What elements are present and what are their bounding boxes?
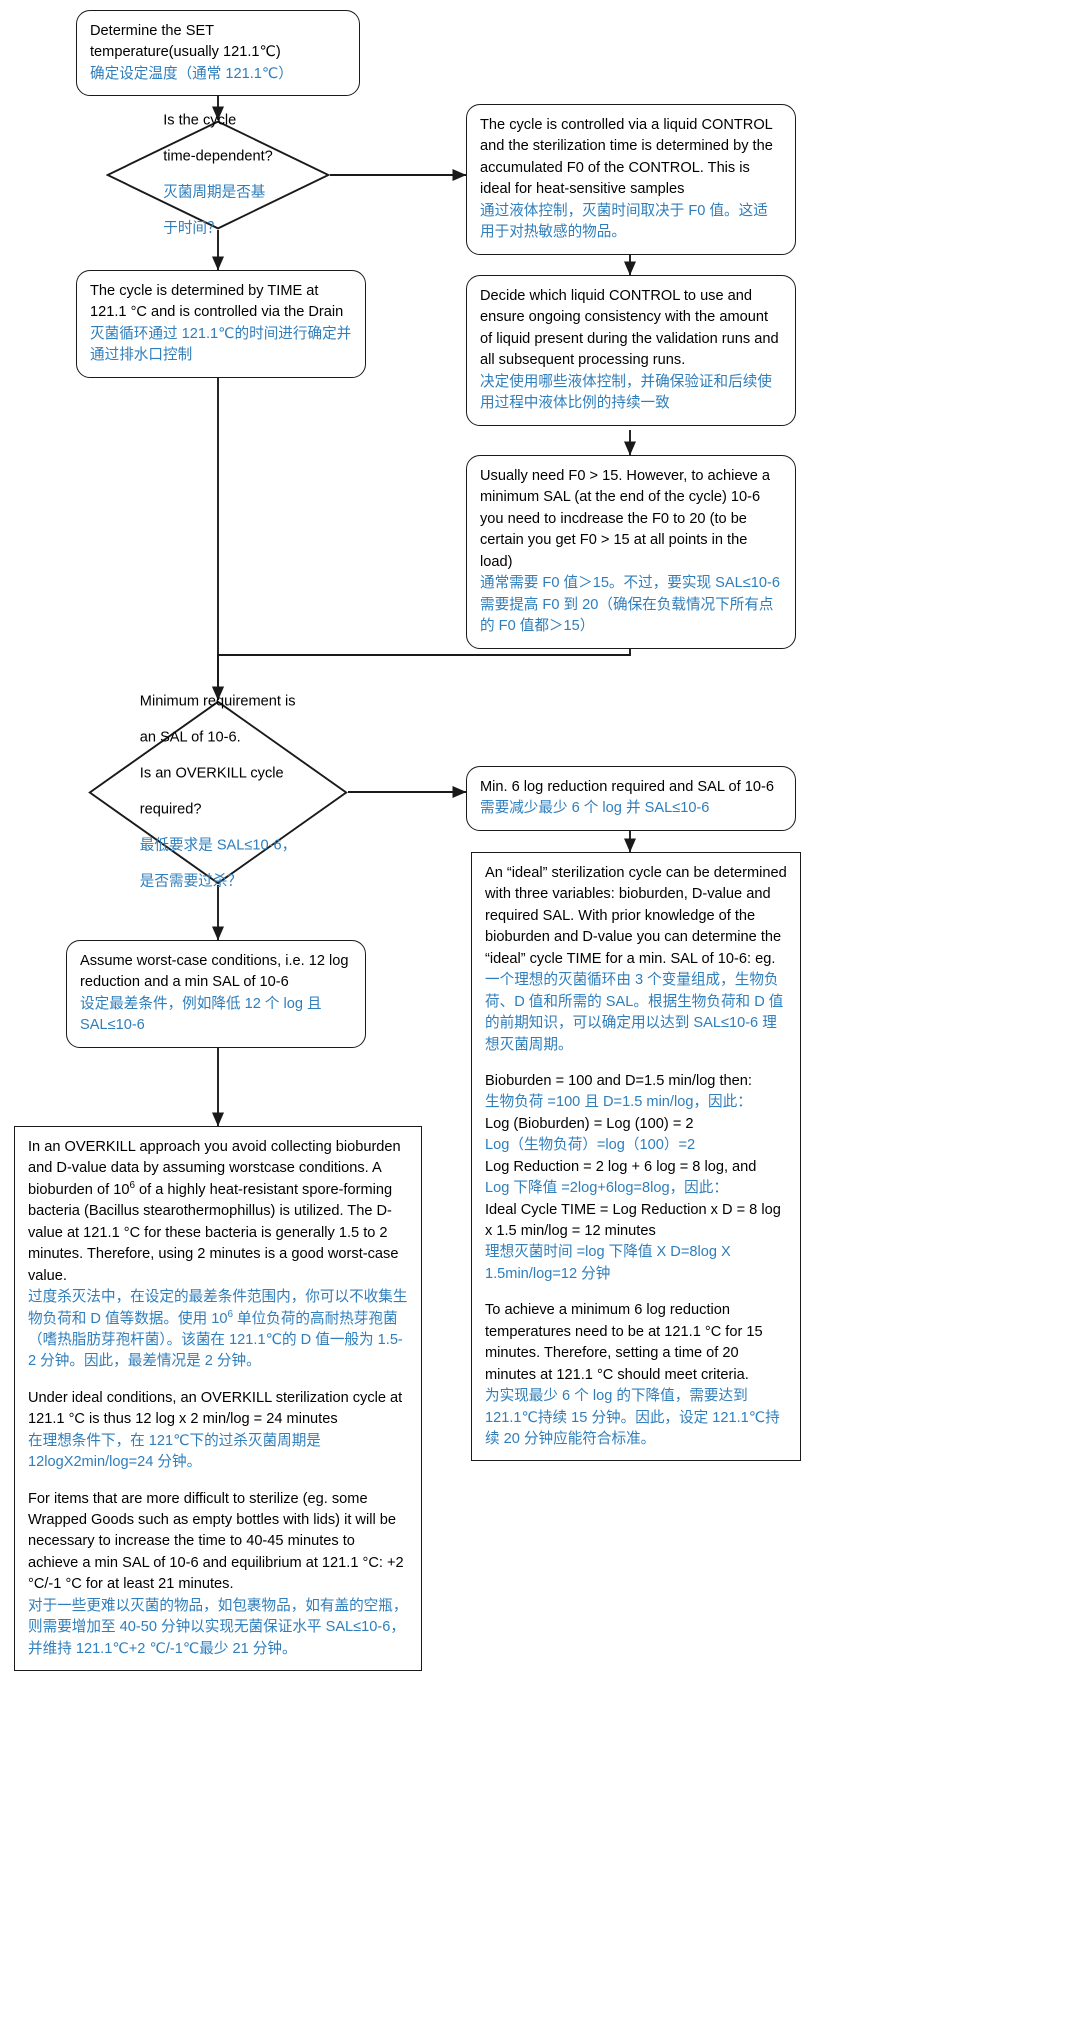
ideal-cycle-p1-zh: 一个理想的灭菌循环由 3 个变量组成，生物负荷、D 值和所需的 SAL。根据生物…	[485, 972, 784, 1053]
overkill-detail-p1-en-part1: In an OVERKILL approach you avoid collec…	[28, 1139, 401, 1198]
node-min-6-log: Min. 6 log reduction required and SAL of…	[466, 766, 796, 831]
decision-time-dependent-zh-2: 于时间？	[163, 220, 222, 237]
decision-overkill-en-4: required?	[139, 801, 202, 818]
assume-worst-case-en: Assume worst-case conditions, i.e. 12 lo…	[80, 953, 349, 991]
overkill-detail-p1-zh-part1: 过度杀灭法中，在设定的最差条件范围内，你可以不收集生物负荷和 D 值等数据。使用…	[28, 1289, 408, 1327]
ideal-cycle-p1-en: An “ideal” sterilization cycle can be de…	[485, 865, 787, 967]
ideal-cycle-p3-en: To achieve a minimum 6 log reduction tem…	[485, 1302, 763, 1383]
node-f0-requirement: Usually need F0 > 15. However, to achiev…	[466, 455, 796, 649]
decision-overkill-text: Minimum requirement is an SAL of 10-6. I…	[140, 677, 296, 908]
determined-by-time-en: The cycle is determined by TIME at 121.1…	[90, 283, 344, 321]
ideal-cycle-calc4-zh: 理想灭菌时间 =log 下降值 X D=8log X 1.5min/log=12…	[485, 1244, 731, 1282]
node-decision-overkill: Minimum requirement is an SAL of 10-6. I…	[88, 694, 348, 890]
decision-overkill-en-3: Is an OVERKILL cycle	[139, 765, 284, 782]
node-assume-worst-case: Assume worst-case conditions, i.e. 12 lo…	[66, 940, 366, 1048]
overkill-detail-p1-zh: 过度杀灭法中，在设定的最差条件范围内，你可以不收集生物负荷和 D 值等数据。使用…	[28, 1287, 408, 1373]
overkill-detail-p1-zh-part2: 单位负荷的高耐热芽孢菌（嗜热脂肪芽孢杆菌）。该菌在 121.1℃的 D 值一般为…	[28, 1310, 403, 1370]
set-temperature-en: Determine the SET temperature(usually 12…	[90, 23, 281, 61]
decision-time-dependent-en-1: Is the cycle	[163, 112, 237, 129]
node-ideal-cycle: An “ideal” sterilization cycle can be de…	[471, 852, 801, 1462]
node-decide-liquid-control: Decide which liquid CONTROL to use and e…	[466, 275, 796, 426]
decide-liquid-control-zh: 决定使用哪些液体控制，并确保验证和后续使用过程中液体比例的持续一致	[480, 373, 772, 412]
f0-requirement-en: Usually need F0 > 15. However, to achiev…	[480, 468, 771, 570]
node-determined-by-time: The cycle is determined by TIME at 121.1…	[76, 270, 366, 378]
ideal-cycle-calc2-en: Log (Bioburden) = Log (100) = 2	[485, 1115, 694, 1132]
decision-time-dependent-shape	[106, 120, 330, 230]
ideal-cycle-calc3-en: Log Reduction = 2 log + 6 log = 8 log, a…	[485, 1158, 757, 1175]
overkill-detail-p1-en-sup: 6	[129, 1180, 135, 1192]
overkill-detail-p1-en-part2: of a highly heat-resistant spore-forming…	[28, 1181, 399, 1284]
control-liquid-en: The cycle is controlled via a liquid CON…	[480, 117, 773, 198]
overkill-detail-p1-zh-sup: 6	[227, 1308, 233, 1320]
set-temperature-zh: 确定设定温度（通常 121.1℃）	[90, 65, 293, 82]
min-6-log-en: Min. 6 log reduction required and SAL of…	[480, 779, 774, 795]
decision-overkill-zh-1: 最低要求是 SAL≤10-6，	[139, 837, 297, 854]
decide-liquid-control-en: Decide which liquid CONTROL to use and e…	[480, 288, 779, 369]
overkill-detail-p1-en: In an OVERKILL approach you avoid collec…	[28, 1137, 408, 1287]
assume-worst-case-zh: 设定最差条件，例如降低 12 个 log 且 SAL≤10-6	[80, 995, 322, 1034]
ideal-cycle-calc1-en: Bioburden = 100 and D=1.5 min/log then:	[485, 1072, 752, 1089]
decision-overkill-shape	[88, 700, 348, 885]
decision-time-dependent-en-2: time-dependent?	[163, 148, 273, 165]
node-set-temperature: Determine the SET temperature(usually 12…	[76, 10, 360, 97]
control-liquid-zh: 通过液体控制，灭菌时间取决于 F0 值。这适用于对热敏感的物品。	[480, 202, 768, 241]
decision-overkill-en-2: an SAL of 10-6.	[139, 729, 241, 746]
node-control-liquid: The cycle is controlled via a liquid CON…	[466, 104, 796, 255]
decision-overkill-en-1: Minimum requirement is	[139, 693, 296, 710]
node-overkill-detail: In an OVERKILL approach you avoid collec…	[14, 1126, 422, 1672]
node-decision-time-dependent: Is the cycle time-dependent? 灭菌周期是否基 于时间…	[106, 112, 330, 236]
ideal-cycle-p3-zh: 为实现最少 6 个 log 的下降值，需要达到 121.1℃持续 15 分钟。因…	[485, 1388, 780, 1447]
overkill-detail-p3-en: For items that are more difficult to ste…	[28, 1490, 404, 1593]
min-6-log-zh: 需要减少最少 6 个 log 并 SAL≤10-6	[480, 800, 710, 817]
decision-time-dependent-text: Is the cycle time-dependent? 灭菌周期是否基 于时间…	[163, 96, 273, 255]
determined-by-time-zh: 灭菌循环通过 121.1℃的时间进行确定并通过排水口控制	[90, 325, 352, 364]
f0-requirement-zh: 通常需要 F0 值＞15。不过，要实现 SAL≤10-6 需要提高 F0 到 2…	[480, 575, 780, 635]
ideal-cycle-calc3-zh: Log 下降值 =2log+6log=8log，因此：	[485, 1180, 728, 1197]
overkill-detail-p3-zh: 对于一些更难以灭菌的物品，如包裹物品，如有盖的空瓶，则需要增加至 40-50 分…	[28, 1597, 408, 1657]
overkill-detail-p2-en: Under ideal conditions, an OVERKILL ster…	[28, 1389, 403, 1428]
decision-time-dependent-zh-1: 灭菌周期是否基	[163, 184, 266, 201]
ideal-cycle-calc2-zh: Log（生物负荷）=log（100）=2	[485, 1137, 696, 1154]
overkill-detail-p2-zh: 在理想条件下，在 121℃下的过杀灭菌周期是 12logX2min/log=24…	[28, 1432, 321, 1471]
ideal-cycle-calc1-zh: 生物负荷 =100 且 D=1.5 min/log，因此：	[485, 1094, 752, 1111]
decision-overkill-zh-2: 是否需要过杀？	[139, 873, 242, 890]
ideal-cycle-calc4-en: Ideal Cycle TIME = Log Reduction x D = 8…	[485, 1201, 781, 1239]
